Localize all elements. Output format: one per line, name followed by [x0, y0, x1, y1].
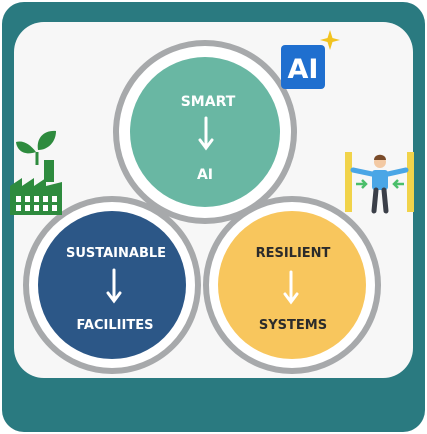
down-arrow-icon	[106, 268, 122, 304]
sustainable-label-top: SUSTAINABLE	[66, 246, 166, 261]
ai-badge-icon: AI	[281, 30, 340, 89]
sustainable-label-bottom: FACILIITES	[77, 318, 154, 333]
ai-badge-label: AI	[288, 54, 319, 85]
sparkle-icon	[320, 30, 340, 50]
person-pushing-walls-icon	[345, 152, 414, 214]
down-arrow-icon	[198, 116, 214, 151]
resilient-label-bottom: SYSTEMS	[259, 318, 327, 333]
down-arrow-icon	[283, 270, 299, 305]
resilient-systems-circle: RESILIENT SYSTEMS	[203, 196, 381, 374]
sustainable-facilities-circle: SUSTAINABLE FACILIITES	[23, 196, 201, 374]
smart-ai-circle: SMART AI	[113, 40, 297, 224]
smart-ai-label-bottom: AI	[197, 167, 213, 183]
smart-ai-label-top: SMART	[181, 94, 236, 110]
resilient-label-top: RESILIENT	[256, 246, 331, 261]
factory-icon	[10, 130, 62, 215]
